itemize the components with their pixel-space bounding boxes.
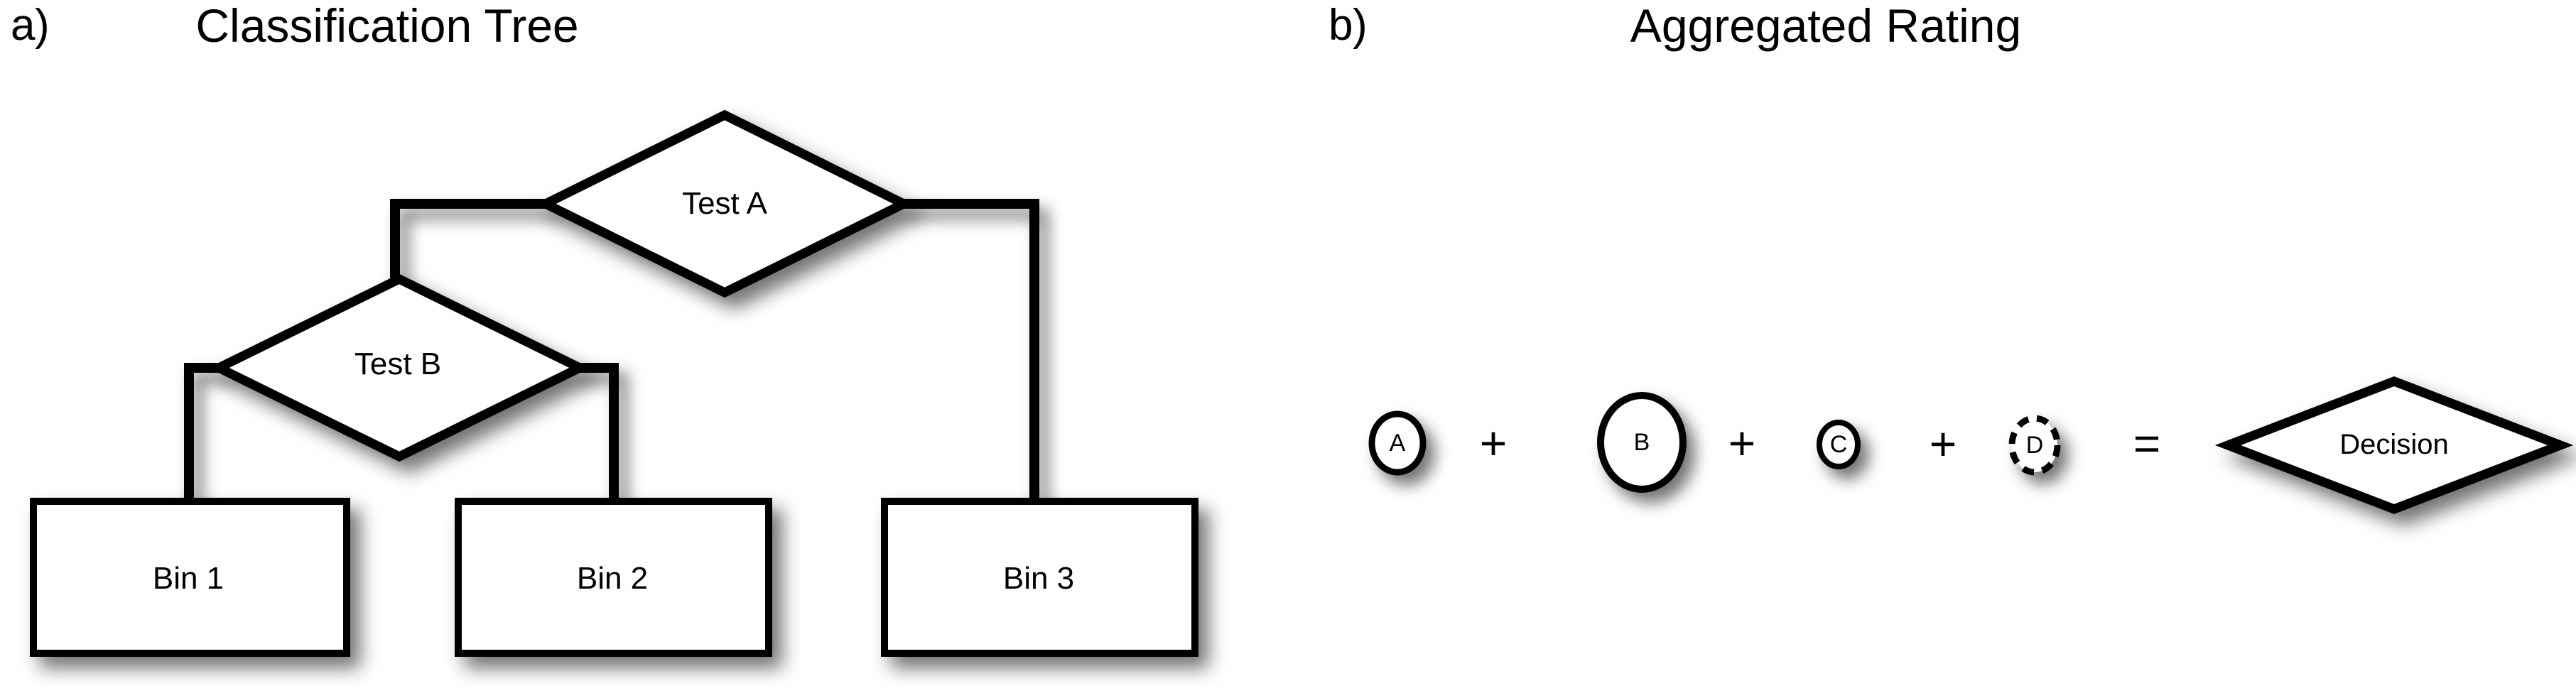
plus-operator-3: + xyxy=(1929,418,1957,470)
circle-c-shape[interactable] xyxy=(1817,420,1861,469)
circle-a-shape[interactable] xyxy=(1368,410,1427,476)
bin-1-box[interactable] xyxy=(30,498,350,657)
bin-2-box[interactable] xyxy=(455,498,772,657)
connector-testb-to-bin2 xyxy=(573,363,619,506)
connector-testb-to-bin1 xyxy=(184,363,226,506)
panel-a-label: a) xyxy=(11,1,50,50)
plus-operator-1: + xyxy=(1479,417,1508,469)
plus-operator-2: + xyxy=(1728,417,1756,469)
equals-operator: = xyxy=(2133,417,2161,469)
bin-3-box[interactable] xyxy=(881,498,1198,657)
tree-decision-diamonds xyxy=(208,109,914,462)
connector-testa-to-bin3 xyxy=(897,199,1039,506)
tree-terminal-boxes xyxy=(30,498,1198,657)
circle-d-shape[interactable] xyxy=(2008,415,2061,476)
circle-b-shape[interactable] xyxy=(1597,392,1687,493)
panel-b-title: Aggregated Rating xyxy=(1630,0,2022,52)
connector-testa-to-testb xyxy=(390,199,554,284)
rating-circles xyxy=(1368,392,2061,493)
panel-b-label: b) xyxy=(1328,1,1368,50)
test-b-diamond[interactable] xyxy=(208,273,590,462)
panel-a-title: Classification Tree xyxy=(195,0,579,52)
rating-result xyxy=(2214,376,2574,514)
test-a-diamond[interactable] xyxy=(535,109,914,298)
decision-diamond[interactable] xyxy=(2214,376,2574,514)
